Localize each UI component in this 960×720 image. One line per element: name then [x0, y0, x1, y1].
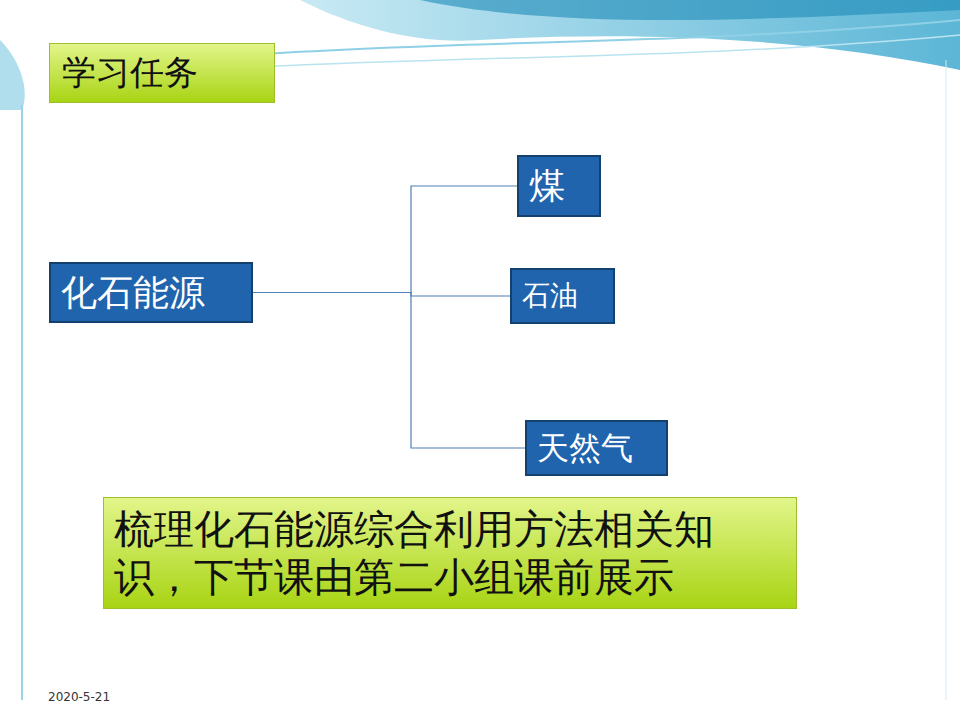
- task-note-box: 梳理化石能源综合利用方法相关知识，下节课由第二小组课前展示: [103, 497, 797, 609]
- left-curve: [0, 40, 25, 110]
- item-box: 煤: [517, 155, 601, 217]
- wave-line: [200, 35, 960, 70]
- date-label: 2020-5-21: [48, 690, 110, 704]
- wave-line: [250, 20, 960, 55]
- box-label: 煤: [529, 164, 565, 207]
- note-text: 梳理化石能源综合利用方法相关知识，下节课由第二小组课前展示: [114, 505, 786, 601]
- left-rule: [21, 105, 23, 700]
- tree-connector: [253, 186, 517, 293]
- item-box: 石油: [510, 268, 615, 324]
- tree-connector: [253, 293, 525, 449]
- top-wave: [300, 0, 960, 70]
- box-label: 石油: [522, 279, 578, 313]
- title-box: 学习任务: [49, 43, 275, 103]
- category-box: 化石能源: [49, 262, 253, 323]
- item-box: 天然气: [525, 420, 668, 476]
- box-label: 化石能源: [61, 271, 205, 314]
- box-label: 天然气: [537, 429, 633, 467]
- right-rule: [946, 60, 947, 700]
- title-text: 学习任务: [62, 50, 198, 96]
- top-wave: [420, 0, 960, 20]
